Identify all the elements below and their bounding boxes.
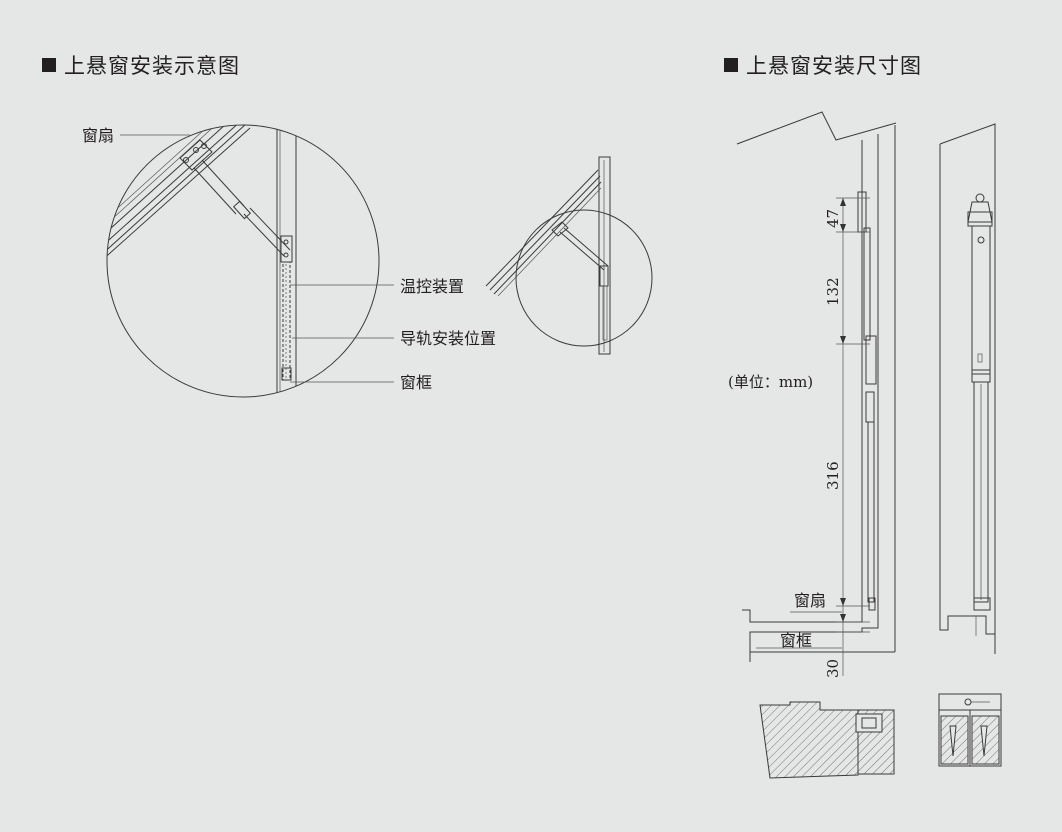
dimension-316: 316 [824,461,842,490]
right-title: 上悬窗安装尺寸图 [724,50,922,80]
title-square-icon [724,58,738,72]
dimension-30: 30 [824,659,842,678]
callout-leaders [120,134,394,383]
title-square-icon [42,58,56,72]
bottom-section-detail [759,693,1002,779]
section-view [736,111,897,676]
section-frame-label: 窗框 [780,631,812,650]
dimension-47: 47 [824,209,842,228]
callout-sash: 窗扇 [82,126,114,145]
left-title: 上悬窗安装示意图 [42,50,240,80]
unit-label: (单位：mm) [728,373,813,391]
detail-circle [106,124,380,398]
callout-rail-position: 导轨安装位置 [400,329,496,348]
rail-guide [281,261,292,381]
frame-profile [276,125,297,397]
sash-profile [107,125,251,263]
section-sash-label: 窗扇 [794,591,826,610]
callout-frame: 窗框 [400,373,432,392]
right-title-text: 上悬窗安装尺寸图 [746,54,922,78]
side-view [939,123,996,654]
thermo-arm [179,139,293,263]
left-title-text: 上悬窗安装示意图 [64,54,240,78]
dimension-132: 132 [824,277,842,306]
callout-thermo-device: 温控装置 [400,277,464,296]
overview-window [485,156,653,355]
